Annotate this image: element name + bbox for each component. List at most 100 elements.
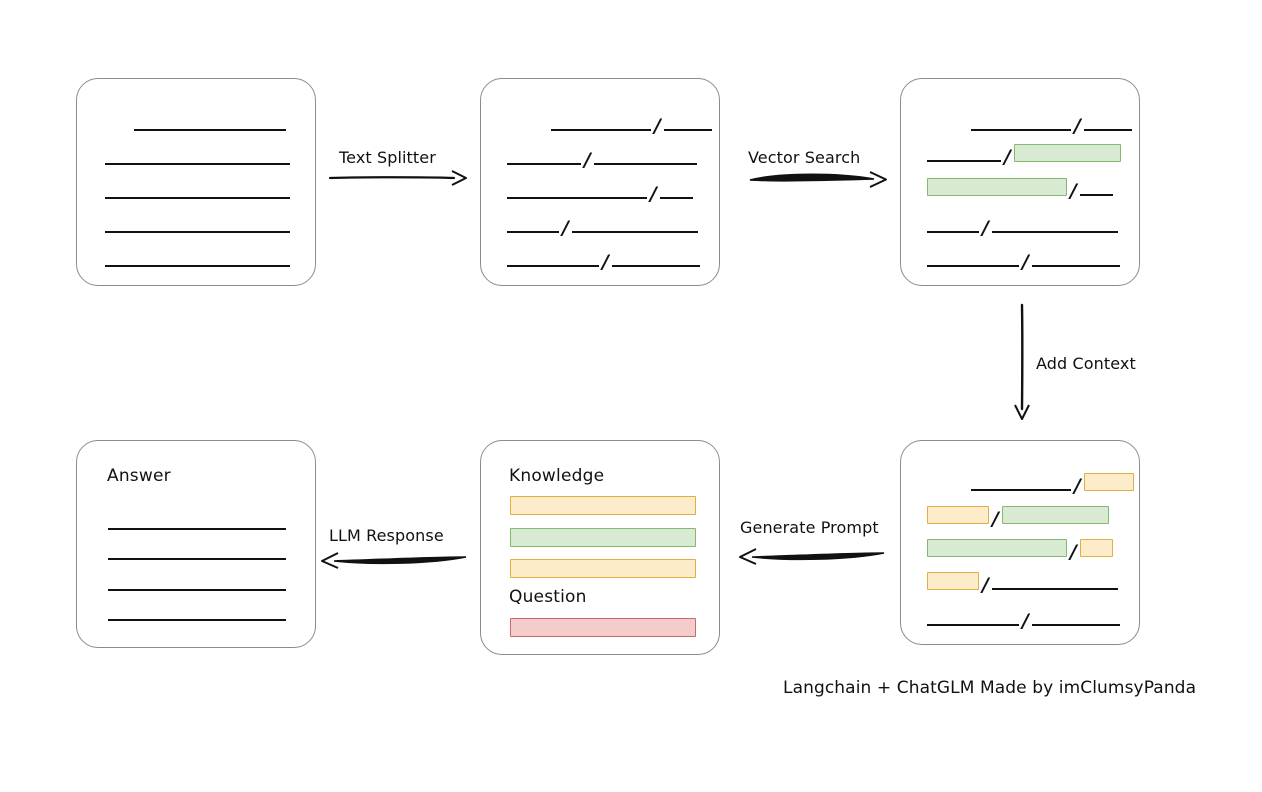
arrow-label-generate-prompt: Generate Prompt	[740, 518, 879, 537]
arrow-text-splitter	[328, 170, 467, 186]
text-line: /	[507, 145, 697, 171]
prompt-question-heading: Question	[509, 587, 587, 607]
arrow-llm-response	[321, 552, 467, 569]
line-segment	[927, 148, 1001, 162]
line-segment	[1031, 253, 1120, 267]
line-segment	[971, 117, 1071, 131]
slash-separator: /	[1004, 146, 1011, 168]
slash-separator: /	[602, 251, 609, 273]
document-lines	[77, 79, 315, 285]
card-split-chunks[interactable]: / / / / /	[480, 78, 720, 286]
card-prompt[interactable]: Knowledge Question	[480, 440, 720, 655]
knowledge-bar	[510, 496, 696, 515]
text-line: /	[507, 179, 693, 204]
highlight-chip-yellow	[927, 506, 989, 524]
arrow-vector-search	[749, 171, 887, 188]
text-line: /	[507, 247, 700, 273]
card-matched-chunks[interactable]: / / / / /	[900, 78, 1140, 286]
knowledge-bar	[510, 559, 696, 578]
text-line: /	[927, 471, 1134, 497]
arrow-label-text-splitter: Text Splitter	[339, 148, 436, 167]
line-segment	[571, 219, 698, 233]
text-line: /	[927, 111, 1132, 137]
line-segment	[611, 253, 700, 267]
line-segment	[991, 576, 1118, 590]
text-line	[108, 571, 286, 591]
line-segment	[507, 185, 647, 199]
slash-separator: /	[982, 574, 989, 596]
arrow-label-vector-search: Vector Search	[748, 148, 861, 167]
line-segment	[991, 219, 1118, 233]
line-segment	[927, 253, 1019, 267]
line-segment	[134, 117, 286, 131]
text-line	[108, 601, 286, 621]
highlight-chip-green	[1013, 144, 1121, 162]
text-line	[105, 213, 290, 233]
line-segment	[108, 577, 286, 591]
answer-heading: Answer	[107, 466, 171, 486]
line-segment	[507, 151, 581, 165]
slash-separator: /	[584, 149, 591, 171]
document-lines: / / / / /	[901, 441, 1139, 644]
line-segment	[971, 477, 1071, 491]
line-segment	[108, 516, 286, 530]
footer-credit: Langchain + ChatGLM Made by imClumsyPand…	[783, 678, 1197, 698]
line-segment	[108, 607, 286, 621]
highlight-chip-yellow	[927, 572, 979, 590]
arrow-add-context	[1014, 303, 1030, 420]
slash-separator: /	[1022, 610, 1029, 632]
slash-separator: /	[654, 115, 661, 137]
text-line	[105, 145, 290, 165]
slash-separator: /	[1070, 180, 1077, 202]
text-line: /	[927, 570, 1118, 596]
card-answer[interactable]: Answer	[76, 440, 316, 648]
line-segment	[108, 546, 286, 560]
document-lines: / / / / /	[901, 79, 1139, 285]
question-bar	[510, 618, 696, 637]
line-segment	[663, 117, 712, 131]
text-line: /	[927, 606, 1120, 632]
line-segment	[927, 219, 979, 233]
text-line: /	[927, 142, 1121, 168]
document-lines	[77, 441, 315, 647]
prompt-knowledge-heading: Knowledge	[509, 466, 605, 486]
slash-separator: /	[1074, 115, 1081, 137]
line-segment	[1079, 182, 1113, 196]
line-segment	[551, 117, 651, 131]
text-line	[105, 247, 290, 267]
arrow-label-llm-response: LLM Response	[329, 526, 444, 545]
line-segment	[105, 219, 290, 233]
highlight-chip-yellow	[1079, 539, 1113, 557]
slash-separator: /	[562, 217, 569, 239]
line-segment	[1083, 117, 1132, 131]
text-line: /	[927, 213, 1118, 238]
text-line: /	[927, 247, 1120, 273]
highlight-chip-green	[927, 539, 1067, 557]
arrow-label-add-context: Add Context	[1036, 354, 1136, 373]
line-segment	[927, 612, 1019, 626]
text-line	[105, 179, 290, 199]
line-segment	[105, 253, 290, 267]
document-lines: / / / / /	[481, 79, 719, 285]
line-segment	[507, 219, 559, 233]
arrow-generate-prompt	[739, 548, 885, 565]
line-segment	[1031, 612, 1120, 626]
text-line: /	[927, 176, 1113, 202]
text-line: /	[507, 213, 698, 239]
text-line	[105, 111, 286, 131]
line-segment	[659, 185, 693, 199]
line-segment	[593, 151, 697, 165]
slash-separator: /	[1070, 541, 1077, 563]
card-context-chunks[interactable]: / / / / /	[900, 440, 1140, 645]
slash-separator: /	[1074, 475, 1081, 497]
slash-separator: /	[992, 508, 999, 530]
highlight-chip-green	[1001, 506, 1109, 524]
highlight-chip-green	[927, 178, 1067, 196]
text-line	[108, 510, 286, 530]
highlight-chip-yellow	[1083, 473, 1134, 491]
card-source-document[interactable]	[76, 78, 316, 286]
text-line: /	[507, 111, 712, 137]
slash-separator: /	[1022, 251, 1029, 273]
text-line: /	[927, 537, 1113, 563]
